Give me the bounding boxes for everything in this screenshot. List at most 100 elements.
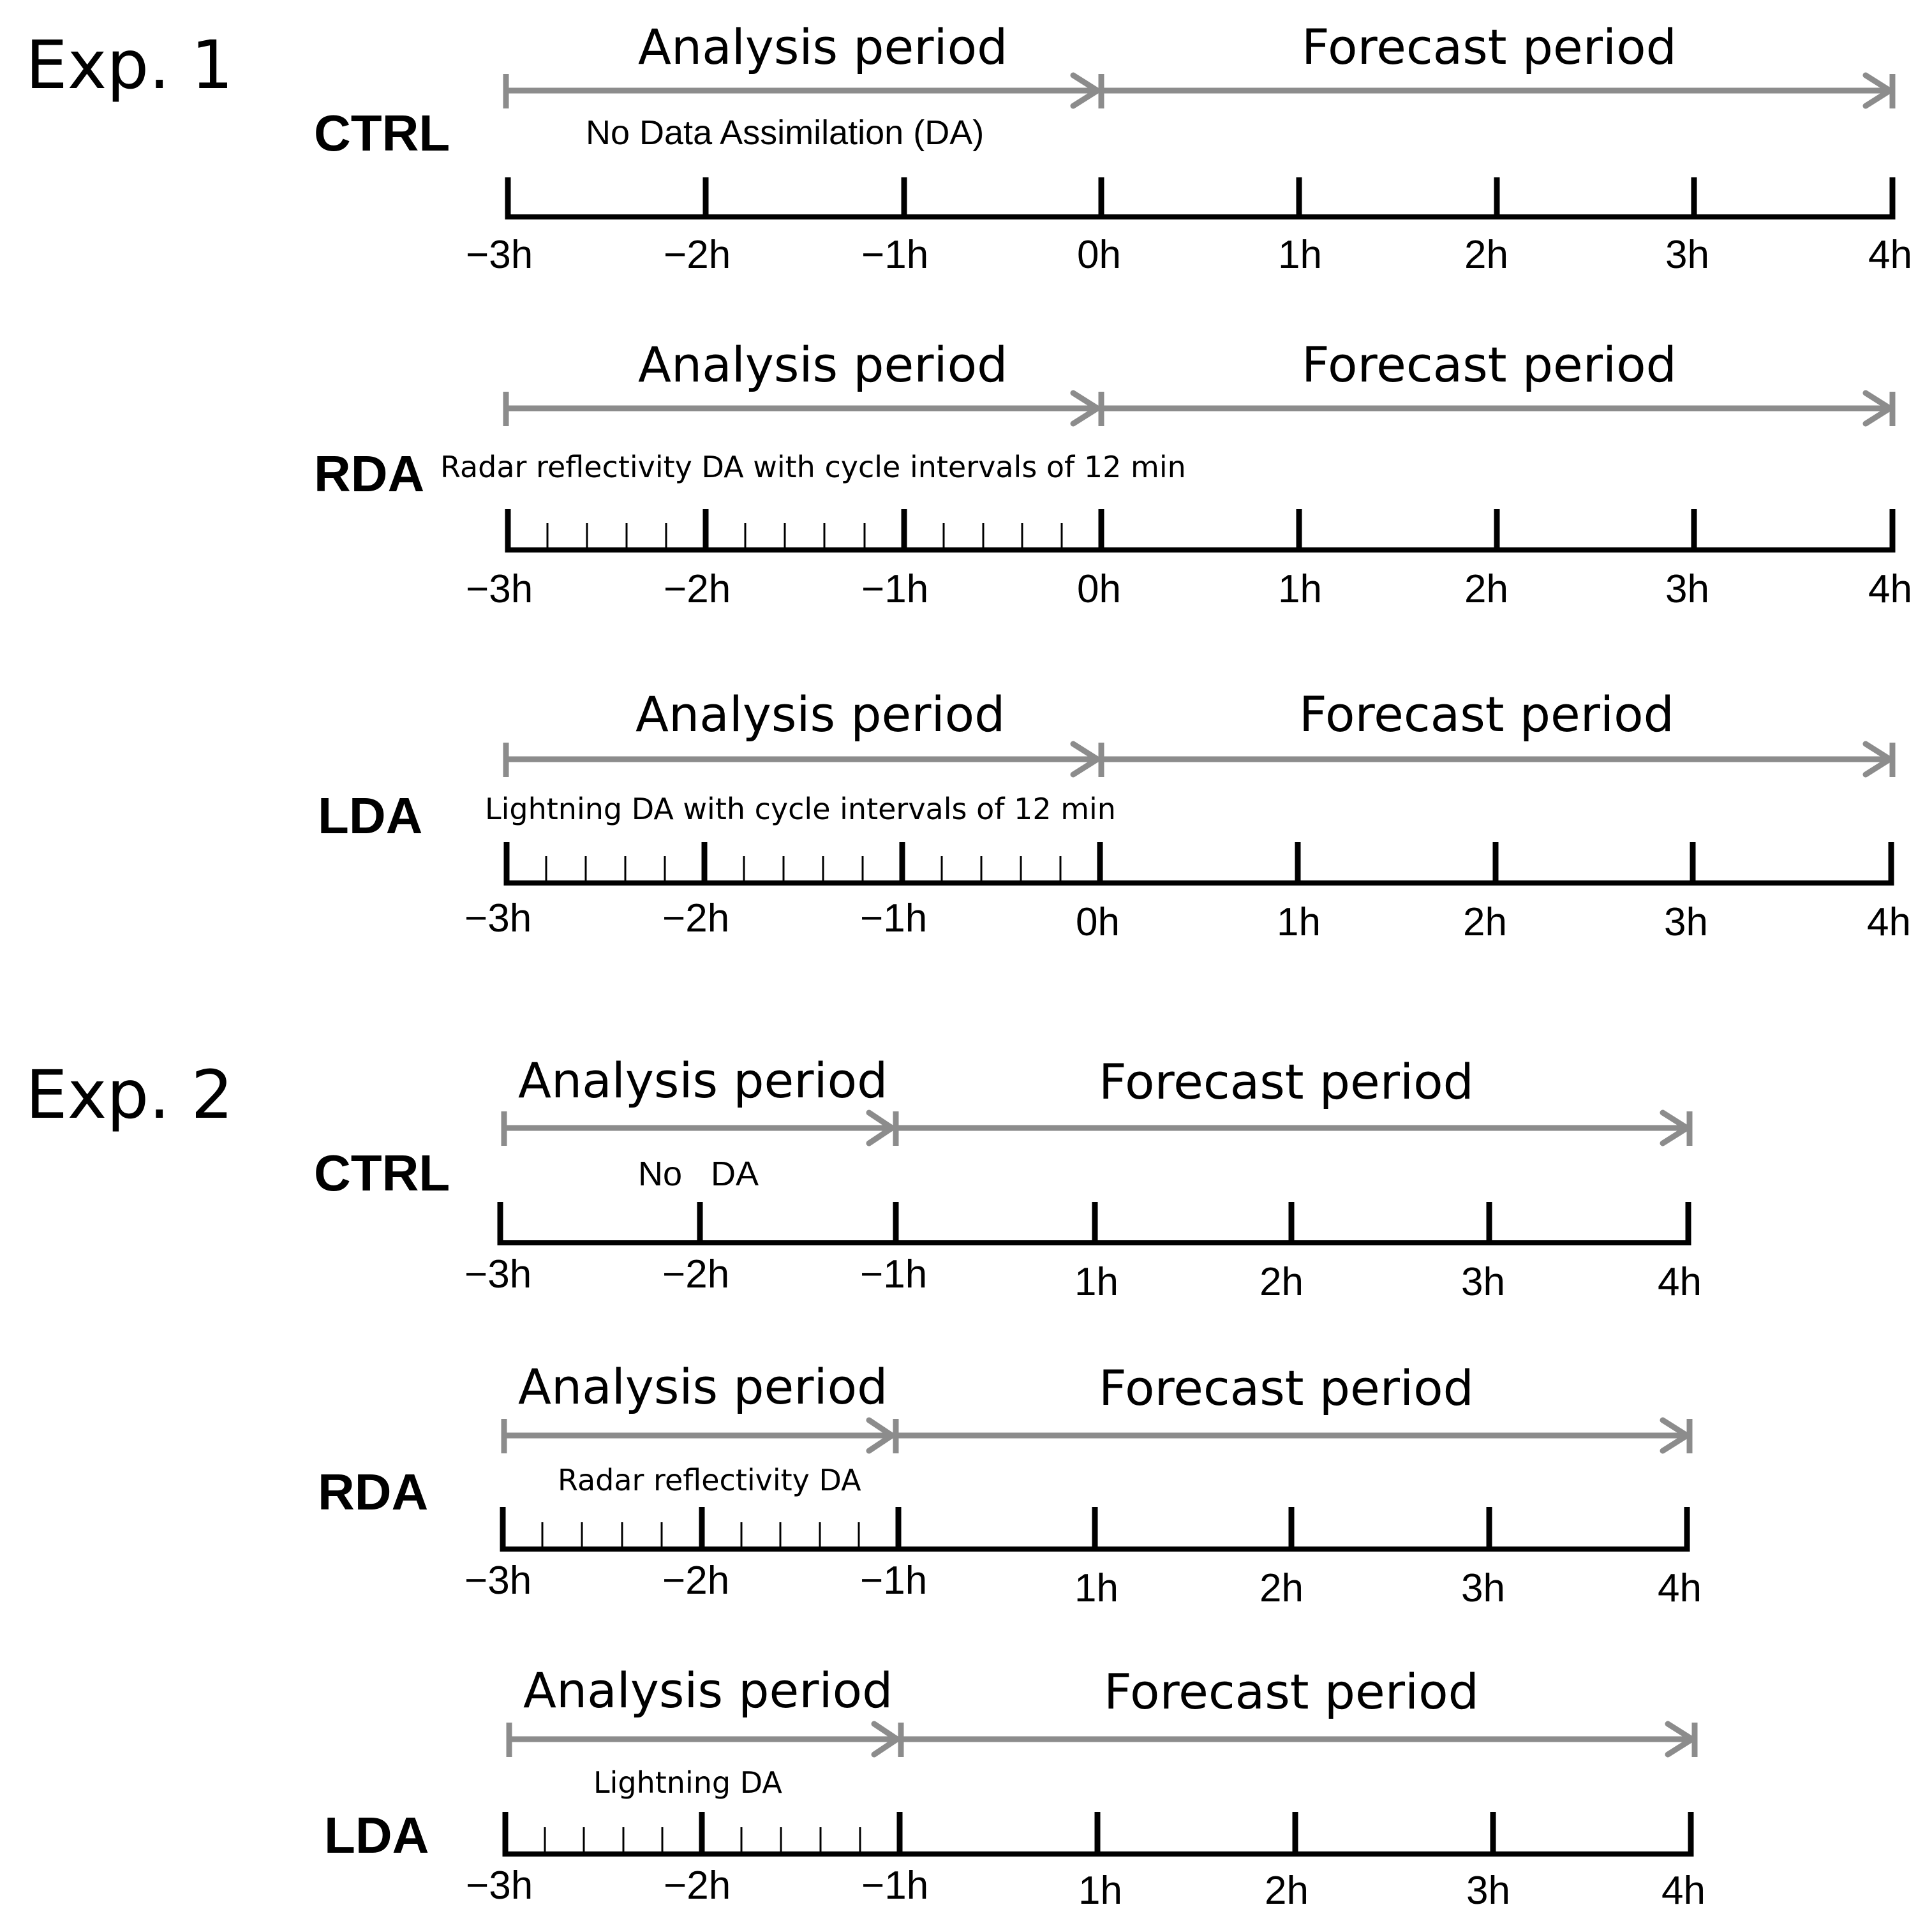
exp2-ctrl-tick-labels: −3h −2h −1h 1h 2h 3h 4h <box>464 1252 1702 1304</box>
tick-label: −2h <box>662 896 729 940</box>
exp2-rda-forecast-arrow <box>893 1417 1693 1454</box>
exp1-ctrl-forecast-arrow <box>1098 72 1896 109</box>
exp2-rda-axis <box>500 1507 1690 1552</box>
exp2-lda-axis <box>502 1812 1694 1857</box>
tick-label: 3h <box>1664 900 1708 944</box>
tick-label: 3h <box>1461 1260 1505 1304</box>
tick-label: 0h <box>1077 233 1121 277</box>
exp2-lda-cycle-ticks <box>544 1827 861 1853</box>
exp2-rda-tick-labels: −3h −2h −1h 1h 2h 3h 4h <box>464 1559 1702 1610</box>
exp1-ctrl-analysis-label: Analysis period <box>638 19 1007 75</box>
exp1-lda-description: Lightning DA with cycle intervals of 12 … <box>485 792 1116 826</box>
exp2-ctrl-axis <box>497 1202 1691 1245</box>
exp2-rda-cycle-ticks <box>541 1522 860 1548</box>
exp1-lda-analysis-label: Analysis period <box>635 686 1005 743</box>
tick-label: −3h <box>466 567 533 611</box>
exp1-lda-axis <box>503 842 1894 886</box>
exp1-rda-tick-labels: −3h −2h −1h 0h 1h 2h 3h 4h <box>466 567 1912 611</box>
exp2-ctrl-row: CTRL Analysis period Forecast period No … <box>314 1052 1702 1304</box>
exp2-ctrl-analysis-label: Analysis period <box>518 1052 888 1109</box>
exp1-rda-cycle-ticks <box>546 523 1063 549</box>
exp1-lda-cycle-ticks <box>545 856 1062 882</box>
tick-label: −1h <box>860 1252 927 1296</box>
tick-label: 1h <box>1278 233 1322 277</box>
exp2-lda-label: LDA <box>324 1807 429 1864</box>
exp1-lda-row: LDA Analysis period Forecast period Ligh… <box>318 686 1911 944</box>
tick-label: 2h <box>1260 1260 1304 1304</box>
exp1-ctrl-analysis-arrow <box>503 72 1101 109</box>
tick-label: 2h <box>1260 1566 1304 1610</box>
exp1-lda-forecast-label: Forecast period <box>1299 686 1674 743</box>
tick-label: −3h <box>464 1252 531 1296</box>
tick-label: 2h <box>1464 567 1508 611</box>
exp1-rda-analysis-arrow <box>503 390 1101 427</box>
exp1-ctrl-label: CTRL <box>314 105 450 161</box>
exp2-lda-forecast-arrow <box>898 1721 1698 1758</box>
exp2-lda-forecast-label: Forecast period <box>1104 1663 1479 1720</box>
tick-label: −3h <box>464 1559 531 1603</box>
exp1-ctrl-axis <box>505 177 1896 219</box>
tick-label: 1h <box>1278 567 1322 611</box>
tick-label: −1h <box>861 233 928 277</box>
tick-label: 4h <box>1658 1260 1702 1304</box>
exp1-lda-tick-labels: −3h −2h −1h 0h 1h 2h 3h 4h <box>464 896 1911 944</box>
tick-label: −2h <box>664 233 731 277</box>
exp2-rda-row: RDA Analysis period Forecast period Rada… <box>318 1358 1702 1610</box>
exp1-rda-analysis-label: Analysis period <box>638 336 1007 393</box>
exp1-lda-label: LDA <box>318 787 422 844</box>
tick-label: −2h <box>664 1864 731 1908</box>
tick-label: 0h <box>1076 900 1120 944</box>
exp1-rda-axis <box>505 509 1896 553</box>
tick-label: 4h <box>1868 567 1912 611</box>
tick-label: 4h <box>1868 233 1912 277</box>
tick-label: 3h <box>1461 1566 1505 1610</box>
exp1-title: Exp. 1 <box>26 26 234 104</box>
tick-label: −3h <box>464 896 531 940</box>
tick-label: 1h <box>1074 1566 1118 1610</box>
exp1-ctrl-description: No Data Assimilation (DA) <box>586 114 984 152</box>
exp2-rda-label: RDA <box>318 1464 428 1520</box>
exp2-rda-forecast-label: Forecast period <box>1099 1360 1474 1416</box>
tick-label: 2h <box>1464 233 1508 277</box>
exp2-title: Exp. 2 <box>26 1056 234 1134</box>
tick-label: −2h <box>662 1252 729 1296</box>
exp1-rda-forecast-label: Forecast period <box>1302 336 1677 393</box>
exp2-rda-analysis-label: Analysis period <box>518 1358 888 1415</box>
tick-label: 4h <box>1658 1566 1702 1610</box>
tick-label: −1h <box>860 896 927 940</box>
exp1-rda-description: Radar reflectivity DA with cycle interva… <box>440 450 1186 484</box>
tick-label: −3h <box>466 233 533 277</box>
tick-label: 1h <box>1078 1869 1122 1913</box>
exp2-lda-analysis-label: Analysis period <box>523 1662 893 1719</box>
tick-label: −1h <box>860 1559 927 1603</box>
tick-label: 4h <box>1661 1869 1705 1913</box>
tick-label: 1h <box>1074 1260 1118 1304</box>
exp2-lda-description: Lightning DA <box>593 1765 782 1800</box>
exp2-rda-description: Radar reflectivity DA <box>558 1463 861 1497</box>
exp2-ctrl-description: No DA <box>638 1155 759 1193</box>
tick-label: 0h <box>1077 567 1121 611</box>
exp1-ctrl-tick-labels: −3h −2h −1h 0h 1h 2h 3h 4h <box>466 233 1912 277</box>
tick-label: 3h <box>1665 567 1709 611</box>
exp2-lda-analysis-arrow <box>506 1721 900 1758</box>
exp1-rda-forecast-arrow <box>1098 390 1896 427</box>
exp2-ctrl-forecast-arrow <box>893 1109 1693 1146</box>
tick-label: 3h <box>1466 1869 1510 1913</box>
exp1-ctrl-forecast-label: Forecast period <box>1302 19 1677 75</box>
tick-label: 2h <box>1265 1869 1309 1913</box>
exp1-lda-analysis-arrow <box>503 741 1101 778</box>
exp2-lda-tick-labels: −3h −2h −1h 1h 2h 3h 4h <box>466 1864 1705 1913</box>
tick-label: 1h <box>1277 900 1321 944</box>
tick-label: 2h <box>1463 900 1507 944</box>
exp1-lda-forecast-arrow <box>1098 741 1896 778</box>
tick-label: 3h <box>1665 233 1709 277</box>
exp2-rda-analysis-arrow <box>501 1417 895 1454</box>
tick-label: −1h <box>861 1864 928 1908</box>
exp2-ctrl-analysis-arrow <box>501 1109 895 1146</box>
tick-label: −2h <box>662 1559 729 1603</box>
exp2-ctrl-forecast-label: Forecast period <box>1099 1053 1474 1110</box>
exp2-ctrl-label: CTRL <box>314 1145 450 1201</box>
tick-label: 4h <box>1867 900 1911 944</box>
exp1-rda-label: RDA <box>314 445 424 502</box>
